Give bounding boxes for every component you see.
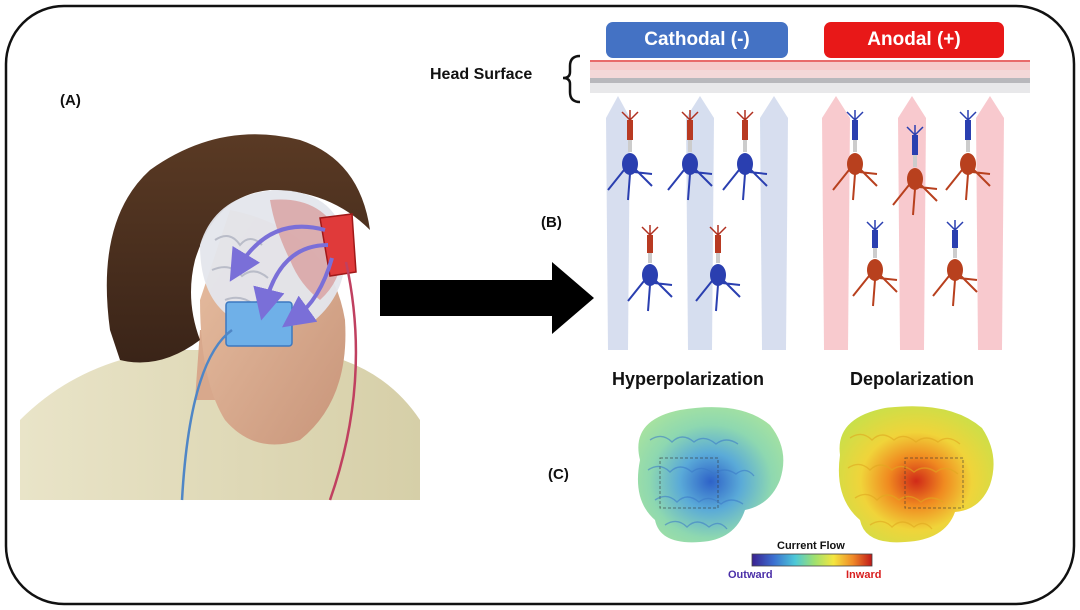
brain-map-anodal: [838, 406, 994, 543]
transition-arrow: [380, 262, 594, 334]
head-surface-label: Head Surface: [430, 66, 533, 83]
cathodal-neurons: [607, 110, 768, 312]
colorbar: [751, 553, 873, 567]
depolarization-label: Depolarization: [850, 369, 975, 389]
hyperpolarization-label: Hyperpolarization: [612, 369, 765, 389]
colorbar-outward-label: Outward: [728, 569, 773, 581]
anodal-neurons: [832, 110, 991, 307]
anodal-current-columns: [822, 96, 1004, 350]
panel-a-label: (A): [60, 92, 81, 109]
colorbar-inward-label: Inward: [846, 569, 882, 581]
brain-map-cathodal: [637, 407, 784, 543]
head-surface-layers: [590, 60, 1030, 93]
cathodal-label: Cathodal (-): [606, 22, 788, 58]
tdcs-head-illustration: [20, 134, 420, 501]
colorbar-title: Current Flow: [777, 540, 845, 552]
anodal-label: Anodal (+): [824, 22, 1004, 58]
panel-b-label: (B): [541, 214, 562, 231]
panel-c-label: (C): [548, 466, 569, 483]
head-surface-bracket: [562, 54, 581, 104]
